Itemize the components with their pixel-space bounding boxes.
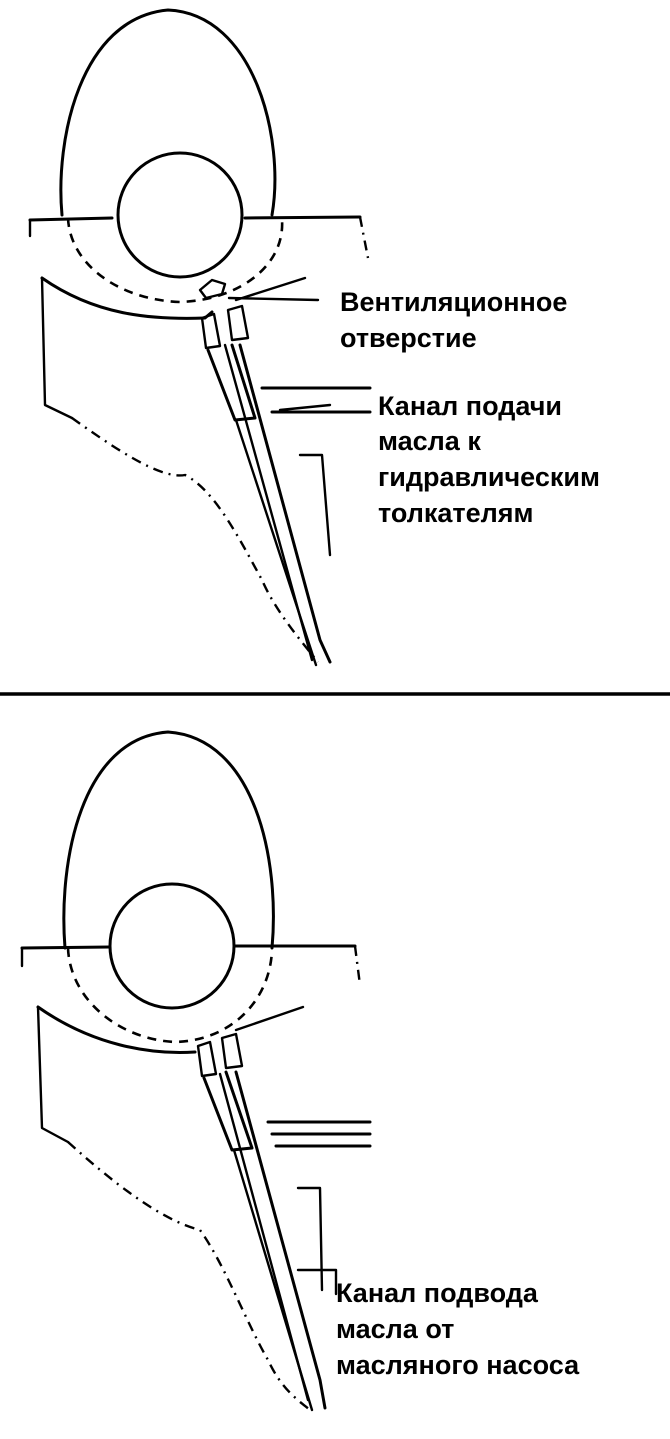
top-oil-nozzle (200, 304, 332, 667)
bottom-head-edge (20, 944, 357, 950)
top-camshaft-circle (116, 151, 244, 279)
bottom-cam-lobe (62, 730, 275, 950)
bottom-camshaft-circle (108, 882, 236, 1010)
bottom-bearing-journal (66, 947, 274, 1044)
bottom-gallery-stub (296, 1186, 324, 1292)
bottom-head-right-wall (353, 945, 362, 986)
bottom-gallery-pipe (266, 1120, 372, 1148)
bottom-oil-nozzle (196, 1032, 327, 1412)
top-vent-leader (227, 296, 320, 302)
bottom-block-outline (36, 1005, 70, 1144)
bottom-block-breakline (67, 1141, 311, 1411)
top-feed-label-line-1: Канал подачи (378, 391, 562, 421)
bottom-bearing-cap (36, 1005, 197, 1054)
top-bearing-cap (40, 276, 214, 320)
top-bearing-journal (66, 217, 284, 304)
top-camshaft-assembly (28, 8, 372, 667)
top-block-outline (40, 276, 74, 420)
top-feed-label-line-3: гидравлическим (378, 462, 600, 492)
top-vent-label-line-2: отверстие (340, 323, 477, 353)
bottom-camshaft-assembly (20, 730, 372, 1412)
top-feed-leader (278, 403, 332, 412)
top-block-breakline (71, 417, 319, 663)
top-gallery-stub (298, 453, 332, 557)
bottom-supply-label-line-2: масла от (336, 1314, 454, 1344)
bottom-block-right-edge (234, 1005, 305, 1032)
top-block-right-edge (234, 276, 307, 302)
top-feed-label-line-4: толкателям (378, 498, 534, 528)
top-cam-lobe (59, 8, 277, 217)
bottom-supply-label-line-3: масляного насоса (336, 1350, 580, 1380)
bottom-supply-label-line-1: Канал подвода (336, 1278, 539, 1308)
top-gallery-pipe (260, 386, 372, 414)
top-vent-hole-icon (198, 278, 227, 300)
top-vent-label-line-1: Вентиляционное (340, 287, 567, 317)
top-head-right-wall (358, 216, 370, 259)
top-feed-label-line-2: масла к (378, 426, 481, 456)
top-head-edge (28, 215, 362, 222)
bottom-supply-leader (296, 1268, 338, 1296)
